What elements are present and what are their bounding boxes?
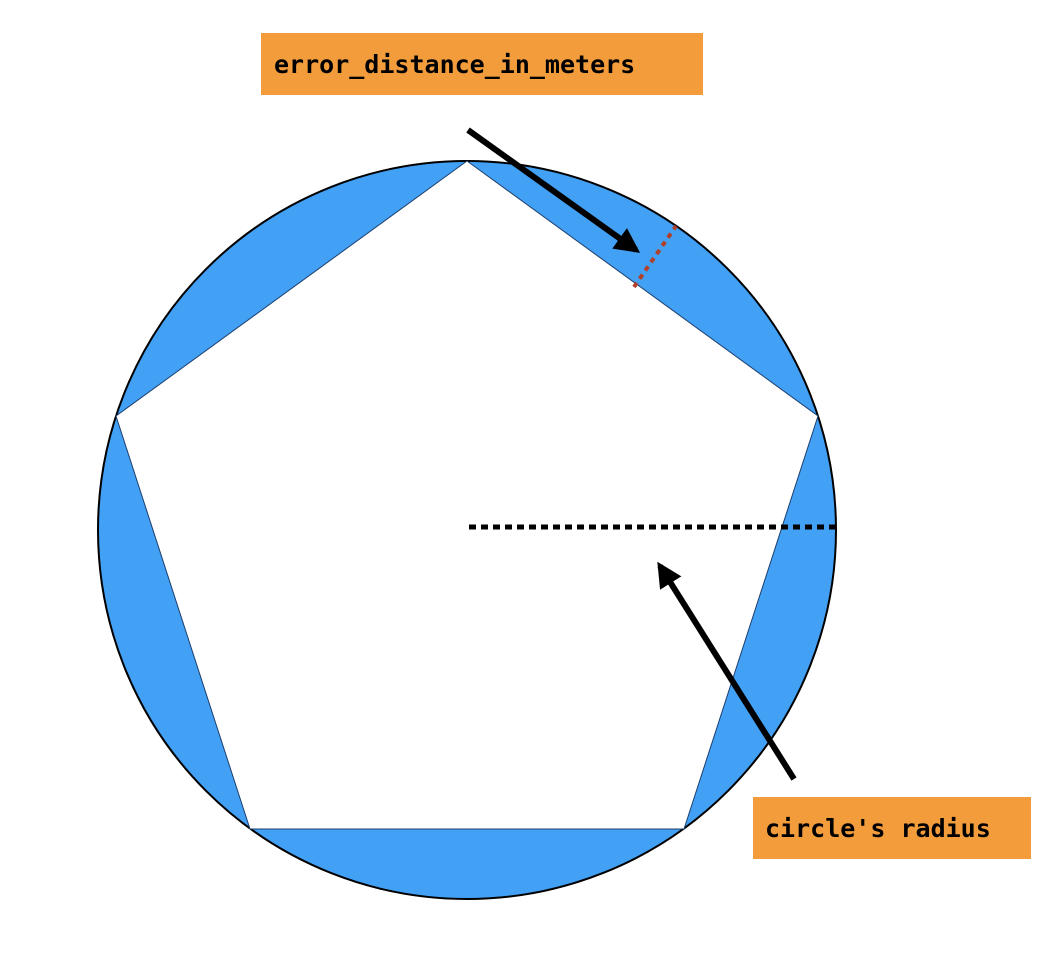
error-distance-arrow: [466, 127, 641, 253]
radius-arrow: [657, 561, 797, 781]
error-distance-label: error_distance_in_meters: [261, 33, 703, 95]
error-distance-segment: [632, 224, 678, 289]
pentagon: [115, 160, 819, 830]
circle-radius-label: circle's radius: [753, 797, 1031, 859]
